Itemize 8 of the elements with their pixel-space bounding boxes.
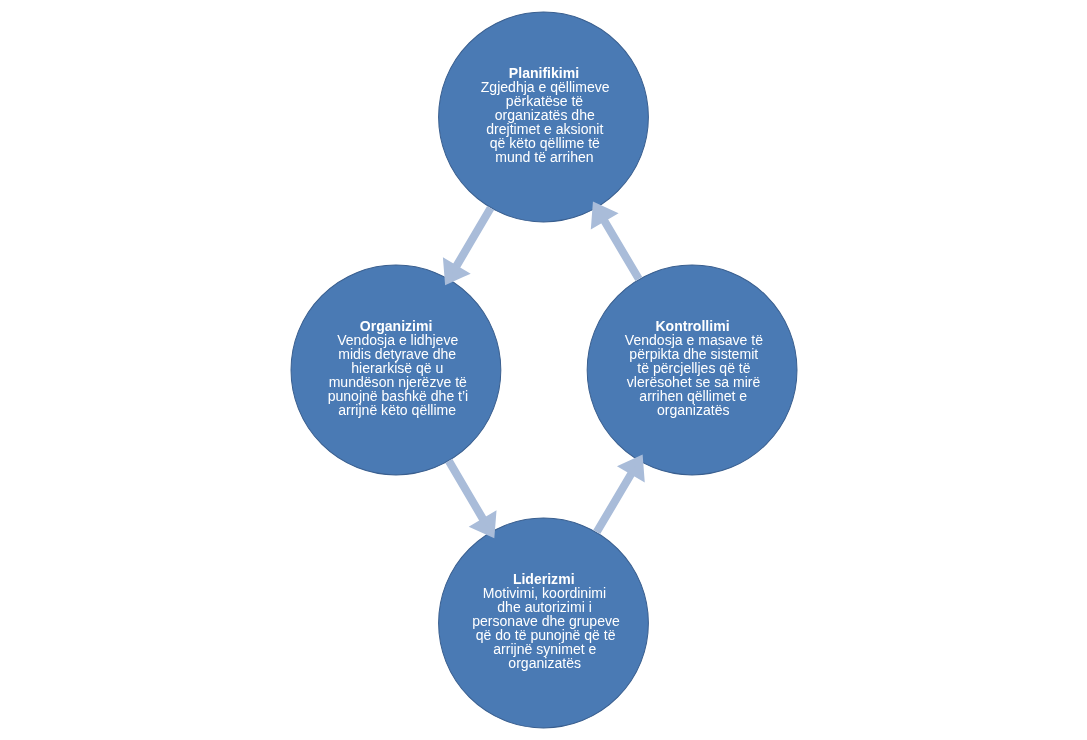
node-circle: Organizimi Vendosja e lidhjeve midis detyrave dhe hierarkisë që u mundëson njerëzve të punojnë bashkë dhe t’i arrijnë këto qëllime [290,264,501,476]
arrow [590,201,642,282]
arrow [592,454,645,535]
arrow [442,205,494,286]
arrow [444,458,497,539]
node-circle: Liderizmi Motivimi, koordinimi dhe autorizimi i personave dhe grupeve që do të punojnë që të arrijnë synimet e organizatës [437,517,649,729]
node-circle: Kontrollimi Vendosja e masave të përpikta dhe sistemit të përcjelljes që të vlerësohet se sa mirë arrihen qëllimet e organizatës [586,264,797,476]
node-circle: Planifikimi Zgjedhja e qëllimeve përkatëse të organizatës dhe drejtimet e aksionit që këto qëllime të mund të arrihen [437,11,649,223]
